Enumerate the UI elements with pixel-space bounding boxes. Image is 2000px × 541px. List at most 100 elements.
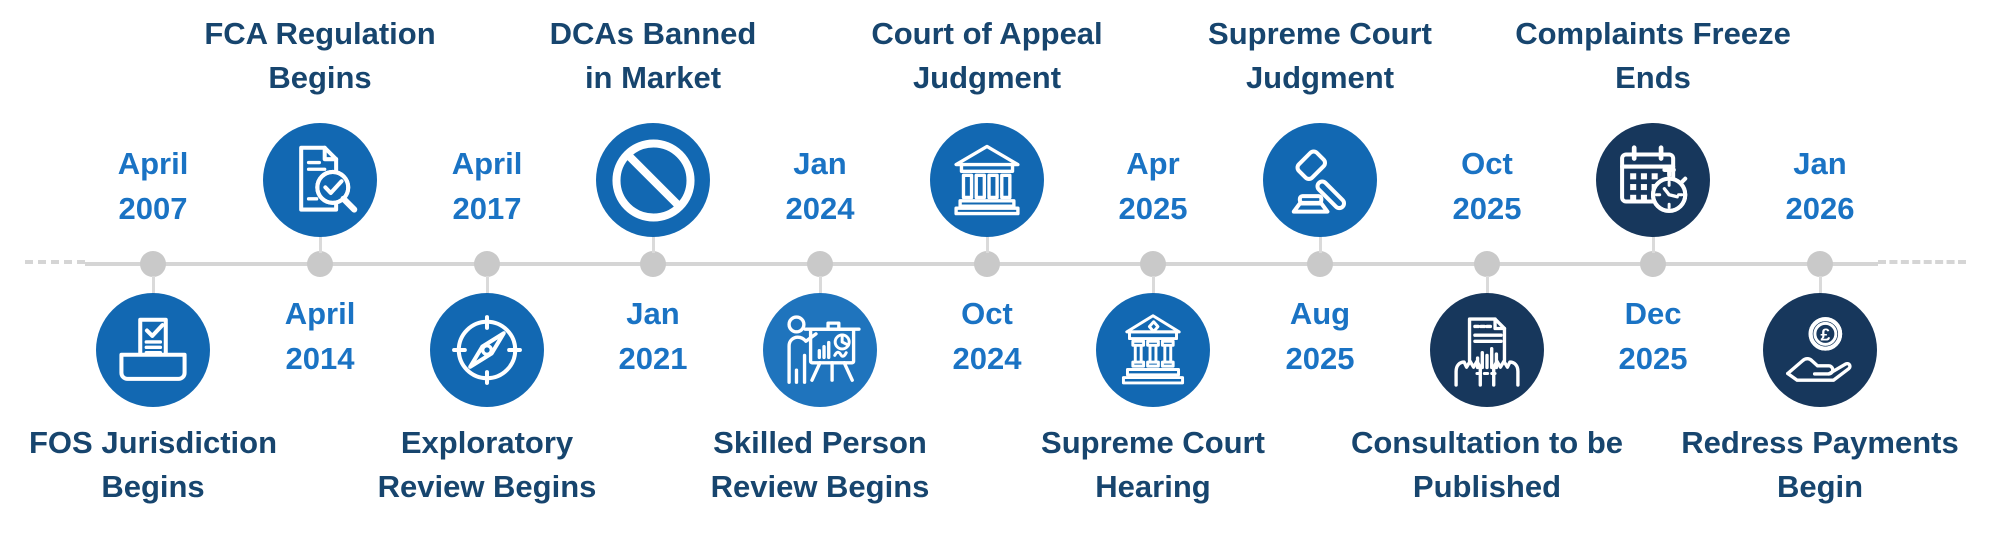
event-title: Consultation to be Published [1315,421,1659,509]
event-date-month: April [117,146,189,181]
gavel-icon [1291,149,1347,214]
event-date-year: 2025 [1618,341,1688,376]
event-icon-circle [1430,293,1544,407]
event-date: Jan 2024 [710,141,930,231]
event-title-line: Skilled Person [713,425,927,460]
event-title: Redress Payments Begin [1648,421,1992,509]
event-date-year: 2025 [1452,191,1522,226]
event-icon-circle: £ [1763,293,1877,407]
event-date: April 2014 [210,291,430,381]
event-date-year: 2025 [1285,341,1355,376]
event-title: Court of Appeal Judgment [815,12,1159,100]
compass-icon [452,315,522,385]
event-date-year: 2021 [618,341,688,376]
event-title-line: Exploratory [400,425,574,460]
courthouse-columns-icon [1121,314,1185,385]
event-title-line: FCA Regulation [204,16,436,51]
event-icon-circle [930,123,1044,237]
event-title-line: Supreme Court [1208,16,1432,51]
event-connector [651,236,655,253]
prohibition-icon [611,138,695,222]
event-title: Exploratory Review Begins [315,421,659,509]
event-icon-circle [1596,123,1710,237]
event-title: Supreme Court Hearing [981,421,1325,509]
event-connector [151,276,155,295]
timeline-dot [974,251,1000,277]
timeline-dot [1474,251,1500,277]
event-title: Supreme Court Judgment [1148,12,1492,100]
event-date-month: Jan [626,296,680,331]
event-date-month: April [451,146,523,181]
event-date-month: Aug [1289,296,1351,331]
event-date: Dec 2025 [1543,291,1763,381]
event-date-month: Oct [961,296,1013,331]
event-date-month: Dec [1624,296,1682,331]
event-title-line: Ends [1615,60,1691,95]
event-date-month: Oct [1461,146,1513,181]
timeline-dash-right [1878,260,1966,264]
event-date-year: 2024 [785,191,855,226]
event-title: DCAs Banned in Market [481,12,825,100]
event-connector [485,276,489,295]
event-icon-circle [1096,293,1210,407]
event-date-month: Jan [1793,146,1847,181]
event-title-line: Consultation to be [1350,425,1624,460]
svg-text:£: £ [1821,325,1831,345]
event-title-line: Supreme Court [1041,425,1265,460]
event-date-year: 2025 [1118,191,1188,226]
event-date-year: 2014 [285,341,355,376]
hand-coin-icon: £ [1786,317,1852,382]
timeline-dot [140,251,166,277]
event-connector [1318,236,1322,253]
event-icon-circle [263,123,377,237]
event-date: Jan 2021 [543,291,763,381]
event-date: Aug 2025 [1210,291,1430,381]
event-title-line: Court of Appeal [871,16,1103,51]
timeline-dash-left [25,260,85,264]
event-icon-circle [96,293,210,407]
timeline-dot [1140,251,1166,277]
timeline-dot [307,251,333,277]
calendar-stopwatch-icon [1620,145,1688,213]
event-title: FOS Jurisdiction Begins [0,421,325,509]
presentation-chart-icon [787,315,861,384]
event-date: Jan 2026 [1710,141,1930,231]
event-connector [1151,276,1155,295]
event-connector [1485,276,1489,295]
document-magnifier-icon [299,145,358,213]
event-title-line: Review Begins [377,469,597,504]
event-title: Skilled Person Review Begins [648,421,992,509]
event-date: Oct 2024 [877,291,1097,381]
event-title-line: Redress Payments [1681,425,1959,460]
event-date-month: Apr [1126,146,1180,181]
timeline-dot [1307,251,1333,277]
timeline-dot [640,251,666,277]
event-title-line: Begins [268,60,372,95]
event-connector [1651,236,1655,253]
event-title-line: Published [1412,469,1562,504]
event-date-year: 2017 [452,191,522,226]
event-date: Apr 2025 [1043,141,1263,231]
event-date: April 2017 [377,141,597,231]
timeline-dot [1640,251,1666,277]
document-hands-icon [1454,317,1520,387]
event-title-line: FOS Jurisdiction [28,425,278,460]
event-date: April 2007 [43,141,263,231]
event-title-line: DCAs Banned [549,16,757,51]
event-title-line: Judgment [1245,60,1395,95]
event-title: FCA Regulation Begins [148,12,492,100]
timeline-dot [807,251,833,277]
courthouse-icon [954,144,1020,216]
event-date-year: 2007 [118,191,188,226]
event-title-line: Begins [101,469,205,504]
event-icon-circle [1263,123,1377,237]
event-date-month: Jan [793,146,847,181]
event-title-line: Begin [1776,469,1864,504]
event-title-line: Review Begins [710,469,930,504]
timeline-dot [474,251,500,277]
event-icon-circle [763,293,877,407]
event-title-line: Judgment [912,60,1062,95]
event-connector [818,276,822,295]
event-date-year: 2024 [952,341,1022,376]
event-title-line: Complaints Freeze [1515,16,1791,51]
